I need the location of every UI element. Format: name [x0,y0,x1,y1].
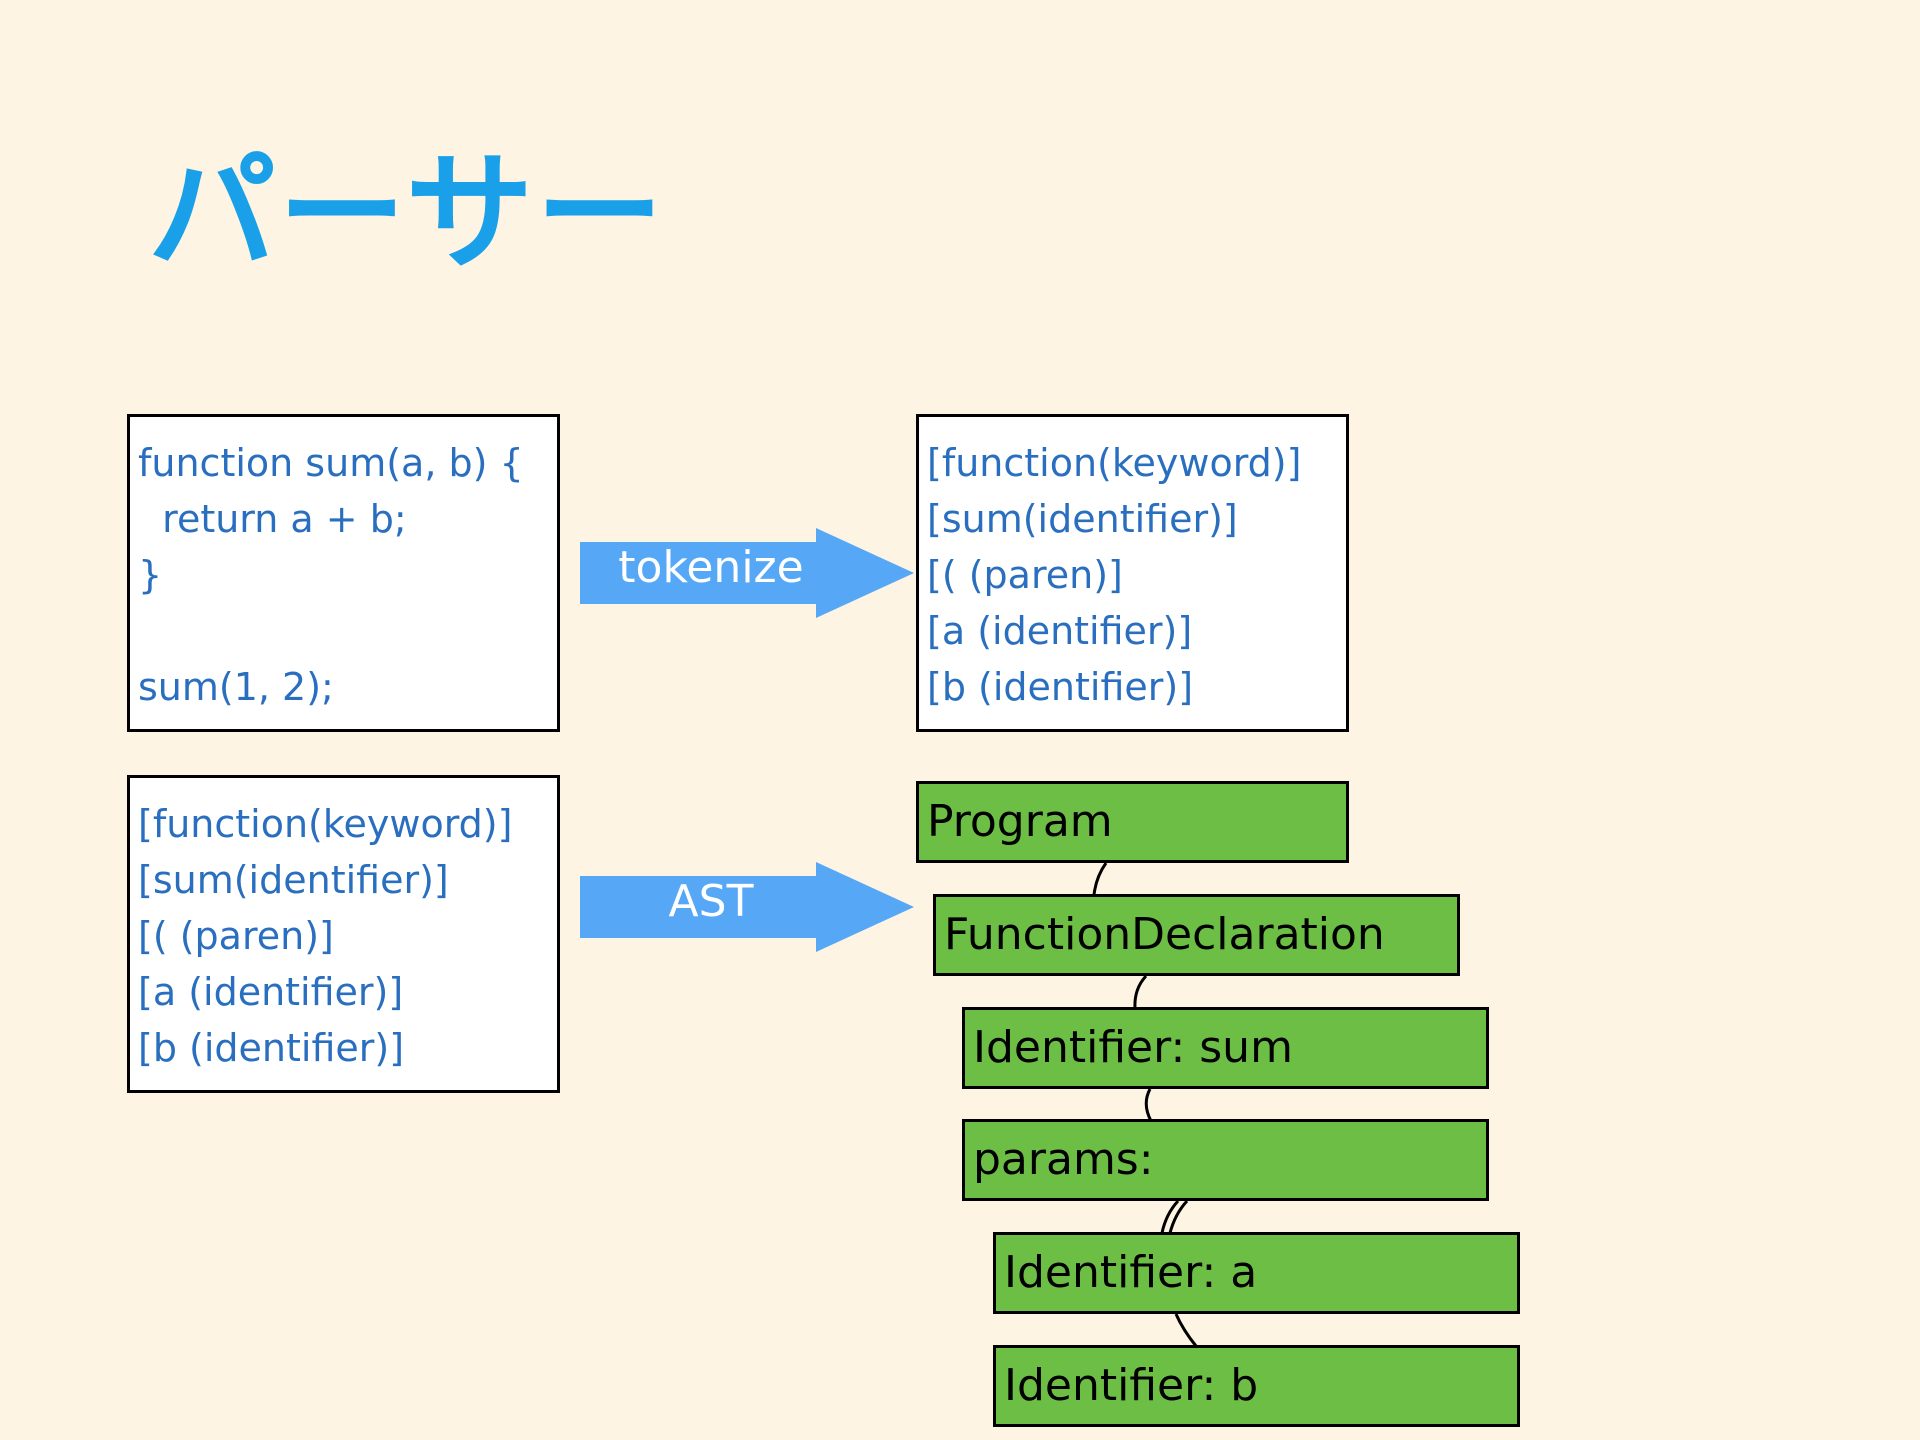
tokens-output-box: [function(keyword)] [sum(identifier)] [(… [916,414,1349,732]
token-line: [( (paren)] [138,914,334,958]
source-code-line: return a + b; [138,497,407,541]
token-line: [function(keyword)] [927,441,1302,485]
token-line: [sum(identifier)] [927,497,1238,541]
ast-node-identifier-a: Identifier: a [993,1232,1520,1314]
tokenize-label: tokenize [618,542,804,593]
token-line: [b (identifier)] [927,665,1194,709]
ast-node-identifier-sum: Identifier: sum [962,1007,1489,1089]
token-line: [b (identifier)] [138,1026,405,1070]
token-line: [a (identifier)] [138,970,404,1014]
source-code-line: } [138,553,163,597]
connector-program-function [1092,862,1108,896]
connector-params-identifier-a-2 [1168,1199,1189,1234]
token-line: [a (identifier)] [927,609,1193,653]
source-code-line: function sum(a, b) { [138,441,524,485]
token-line: [function(keyword)] [138,802,513,846]
connector-identifier-params [1144,1088,1153,1122]
token-line: [sum(identifier)] [138,858,449,902]
right-arrow-icon [580,528,914,618]
ast-arrow: AST [580,862,914,952]
right-arrow-icon [580,862,914,952]
ast-node-program: Program [916,781,1349,863]
token-line: [( (paren)] [927,553,1123,597]
slide-title: パーサー [148,139,666,288]
source-code-line: sum(1, 2); [138,665,334,709]
connector-params-identifier-a [1160,1199,1180,1234]
connector-identifier-a-identifier-b [1174,1313,1198,1347]
ast-label: AST [668,876,754,927]
ast-node-function-declaration: FunctionDeclaration [933,894,1460,976]
tokenize-arrow: tokenize [580,528,914,618]
ast-node-params: params: [962,1119,1489,1201]
tokens-input-box: [function(keyword)] [sum(identifier)] [(… [127,775,560,1093]
connector-function-identifier [1133,974,1148,1009]
ast-node-identifier-b: Identifier: b [993,1345,1520,1427]
source-code-box: function sum(a, b) { return a + b; } sum… [127,414,560,732]
